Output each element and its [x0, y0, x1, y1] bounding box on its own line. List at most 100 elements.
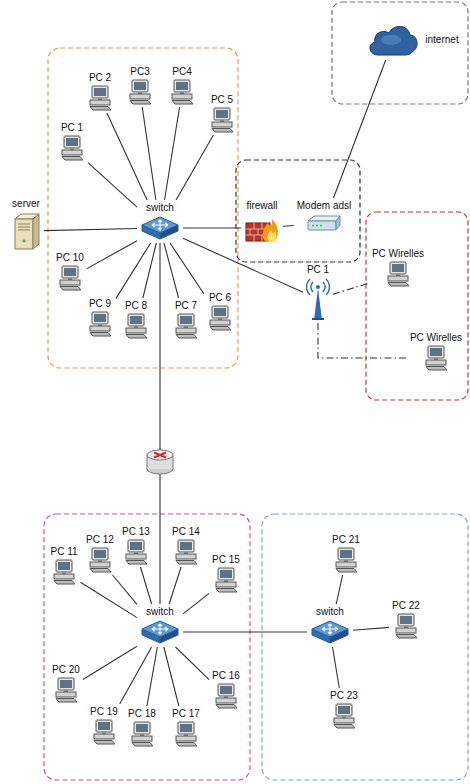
- network-cable: [143, 243, 156, 298]
- node-label: PC 17: [172, 708, 200, 720]
- node-label: PC 2: [89, 72, 111, 84]
- pc-icon: [213, 683, 239, 709]
- monitor-shape: [92, 548, 108, 560]
- pc-icon: [87, 85, 113, 111]
- computer-node: PC 7: [170, 298, 202, 341]
- keyboard-shape: [90, 569, 111, 573]
- node-label: PC 9: [89, 298, 111, 310]
- switch-node: switch: [137, 604, 183, 647]
- node-label: PC 21: [332, 534, 360, 546]
- node-label: PC 6: [209, 292, 231, 304]
- computer-node: PC3: [124, 64, 156, 107]
- pc-icon: [213, 567, 239, 593]
- network-zone: [366, 212, 468, 400]
- cloud-highlight: [381, 35, 401, 45]
- screen-shape: [94, 550, 106, 558]
- keyboard-shape: [126, 335, 147, 339]
- network-cable: [336, 575, 342, 604]
- case-shape: [388, 276, 408, 281]
- screen-shape: [216, 110, 228, 118]
- network-cable: [159, 243, 160, 604]
- pc-icon: [173, 313, 199, 339]
- case-shape: [336, 562, 356, 567]
- network-cable: [164, 243, 179, 298]
- screen-shape: [214, 308, 226, 316]
- computer-node: PC 18: [125, 706, 159, 749]
- keyboard-shape: [126, 561, 147, 565]
- modem-side: [336, 216, 340, 230]
- modem-icon: [306, 213, 342, 233]
- access-point-node: PC 1: [303, 262, 333, 323]
- network-cable: [183, 227, 241, 228]
- pc-icon: [87, 311, 113, 337]
- pc-icon: [207, 305, 233, 331]
- case-shape: [94, 734, 114, 739]
- modem-front: [308, 221, 336, 230]
- node-label: PC 5: [211, 94, 233, 106]
- case-shape: [126, 328, 146, 333]
- antenna-mast: [314, 288, 322, 320]
- switch-icon: [140, 619, 180, 645]
- network-zone: [44, 514, 250, 780]
- keyboard-shape: [216, 705, 237, 709]
- network-cable: [333, 60, 385, 198]
- node-label: firewall: [246, 200, 277, 212]
- computer-node: PC 13: [119, 524, 153, 567]
- monitor-shape: [64, 136, 80, 148]
- node-label: PC 13: [122, 526, 150, 538]
- screen-shape: [400, 616, 412, 624]
- case-shape: [126, 554, 146, 559]
- case-shape: [172, 94, 192, 99]
- server-side: [33, 214, 39, 249]
- firewall-icon: [244, 213, 280, 243]
- screen-shape: [220, 570, 232, 578]
- case-shape: [54, 574, 74, 579]
- case-shape: [334, 718, 354, 723]
- computer-node: PC 23: [327, 688, 361, 731]
- network-zone: [236, 160, 360, 262]
- monitor-shape: [58, 678, 74, 690]
- node-label: PC 8: [125, 300, 147, 312]
- pc-icon: [59, 135, 85, 161]
- screen-shape: [60, 680, 72, 688]
- computer-node: PC 14: [169, 524, 203, 567]
- node-label: PC 1: [307, 264, 329, 276]
- keyboard-shape: [90, 107, 111, 111]
- keyboard-shape: [176, 561, 197, 565]
- cloud-node: internet: [362, 20, 461, 60]
- computer-node: PC 17: [169, 706, 203, 749]
- antenna-base: [312, 318, 324, 320]
- modem-node: Modem adsl: [294, 198, 354, 235]
- monitor-shape: [218, 684, 234, 696]
- monitor-shape: [92, 86, 108, 98]
- case-shape: [216, 698, 236, 703]
- network-zone: [262, 514, 468, 780]
- server-front: [15, 219, 33, 249]
- modem-top: [308, 216, 340, 221]
- router-symbol: [147, 450, 173, 460]
- keyboard-shape: [60, 287, 81, 291]
- computer-node: PC 6: [204, 290, 236, 333]
- pc-icon: [53, 677, 79, 703]
- network-cable: [107, 113, 147, 200]
- pc-icon: [129, 721, 155, 747]
- case-shape: [62, 150, 82, 155]
- screen-shape: [430, 348, 442, 356]
- network-cable: [165, 107, 180, 200]
- computer-node: PC 21: [329, 532, 363, 575]
- computer-node: PC 20: [49, 662, 83, 705]
- switch-top: [142, 621, 178, 637]
- keyboard-shape: [172, 101, 193, 105]
- modem-light: [316, 225, 318, 227]
- firewall-node: firewall: [241, 198, 283, 245]
- pc-icon: [87, 547, 113, 573]
- case-shape: [216, 582, 236, 587]
- server-node: server: [8, 196, 44, 253]
- node-label: Modem adsl: [297, 200, 351, 212]
- node-label: PC Wirelles: [410, 332, 462, 344]
- computer-node: PC 8: [120, 298, 152, 341]
- pc-icon: [209, 107, 235, 133]
- network-zone: [48, 48, 238, 368]
- keyboard-shape: [130, 101, 151, 105]
